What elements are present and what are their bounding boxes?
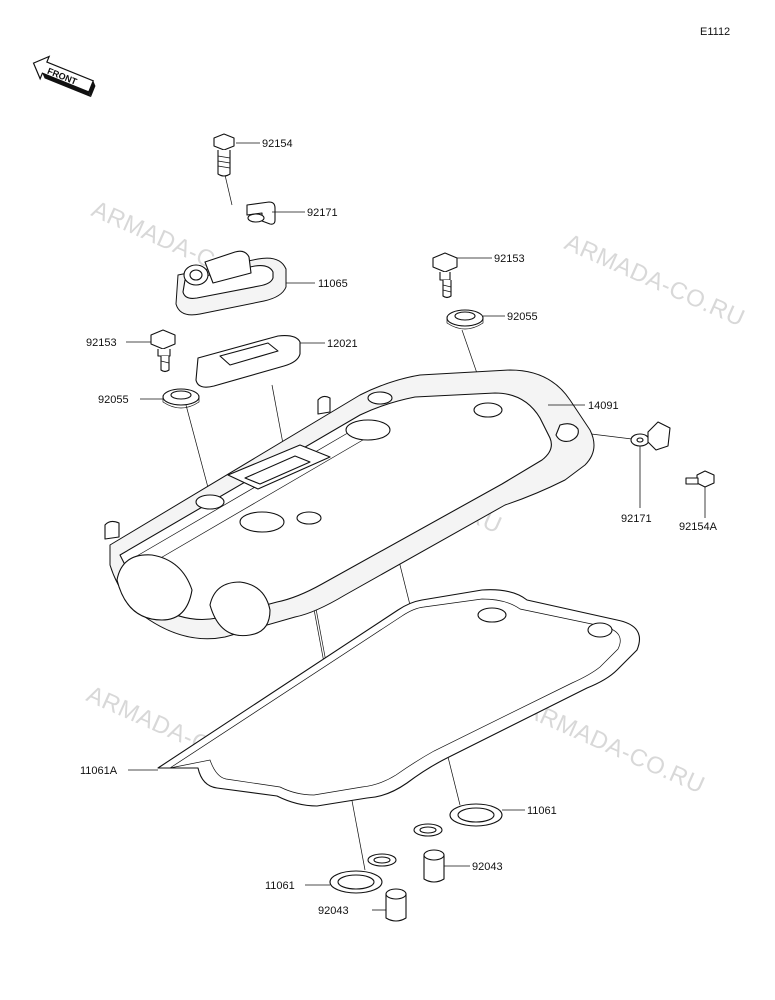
cylinder-head-cover-14091[interactable] [104,369,595,640]
part-label-92055-left[interactable]: 92055 [98,394,129,406]
part-label-92171-top[interactable]: 92171 [307,207,338,219]
part-label-11061A[interactable]: 11061A [80,765,118,777]
part-label-92171-side[interactable]: 92171 [621,513,652,525]
gasket-11061A[interactable] [157,589,641,807]
clamp-92171-side[interactable] [630,421,671,451]
part-label-11065[interactable]: 11065 [318,278,348,290]
tube-92043-right[interactable] [423,849,445,883]
gasket-11061-right[interactable] [413,803,503,837]
front-arrow-icon: FRONT [32,55,96,98]
part-label-92154[interactable]: 92154 [262,138,293,150]
watermark: ARMADA-CO.RU [521,696,709,800]
seal-92055-left[interactable] [162,388,200,409]
seal-92055-right[interactable] [446,309,484,330]
part-label-92154A[interactable]: 92154A [679,521,718,533]
part-label-92153-right[interactable]: 92153 [494,253,525,265]
part-label-92043-right[interactable]: 92043 [472,861,503,873]
part-label-92055-right[interactable]: 92055 [507,311,538,323]
part-label-14091[interactable]: 14091 [588,400,619,412]
part-label-92043-left[interactable]: 92043 [318,905,349,917]
clamp-92171-top[interactable] [246,201,276,225]
part-label-11061-right[interactable]: 11061 [527,805,557,817]
gasket-12021[interactable] [195,335,301,388]
part-label-11061-left[interactable]: 11061 [265,880,295,892]
bolt-92154A[interactable] [685,470,715,488]
breather-cover-11065[interactable] [175,250,287,316]
diagram-code: E1112 [700,26,730,38]
leader-lines [126,142,706,911]
bolt-92153-right[interactable] [432,252,458,299]
part-labels: 92154 92171 11065 92153 92055 92153 1202… [80,138,718,917]
bolt-92154[interactable] [213,133,235,177]
part-label-12021[interactable]: 12021 [327,338,358,350]
part-label-92153-left[interactable]: 92153 [86,337,117,349]
watermark: ARMADA-CO.RU [561,229,749,333]
tube-92043-left[interactable] [385,888,407,922]
gasket-11061-left[interactable] [329,853,397,894]
bolt-92153-left[interactable] [150,329,176,373]
